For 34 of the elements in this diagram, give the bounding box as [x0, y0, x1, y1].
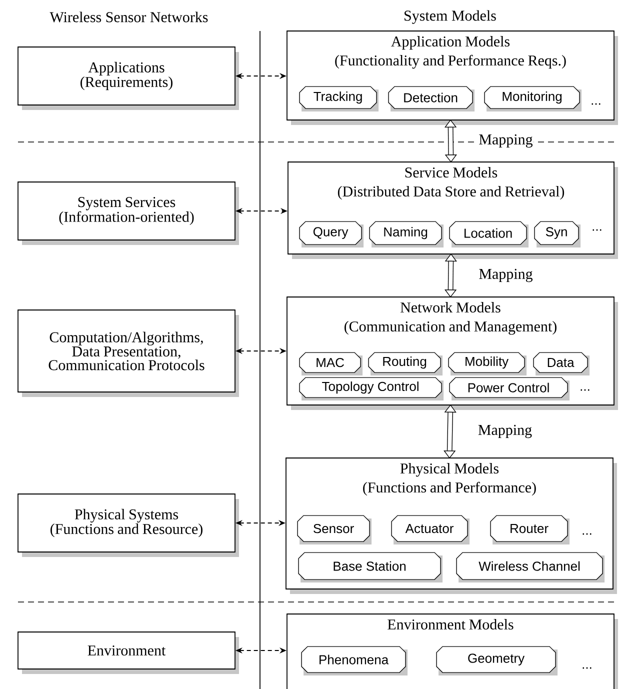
ellipsis: ...	[582, 533, 592, 535]
edge-label: Mapping	[478, 268, 534, 284]
model-chip: Routing	[368, 352, 443, 376]
edge-label: Mapping	[478, 133, 534, 149]
ellipsis: ...	[582, 667, 592, 669]
layer-box: System Services (Information-oriented)	[18, 182, 239, 245]
model-chip: Syn	[534, 221, 581, 248]
model-chip: Query	[299, 221, 364, 248]
model-chip: Power Control	[449, 377, 570, 401]
model-chip: Mobility	[448, 352, 527, 376]
model-chip: Router	[490, 515, 570, 545]
layer-box: Computation/Algorithms, Data Presentation, Communication Protocols	[18, 310, 239, 397]
model-chip: Geometry	[436, 646, 558, 676]
edge-label: Mapping	[476, 424, 534, 440]
model-chip: Location	[449, 221, 529, 248]
model-chip: Actuator	[391, 515, 470, 545]
model-chip: MAC	[299, 352, 363, 376]
model-chip: Phenomena	[301, 646, 408, 676]
model-chip: Tracking	[299, 86, 379, 112]
column-heading: System Models	[404, 10, 496, 24]
model-chip: Monitoring	[484, 86, 582, 112]
model-chip: Sensor	[297, 515, 372, 545]
ellipsis: ...	[580, 389, 590, 391]
model-chip: Data	[533, 352, 590, 376]
model-chip: Naming	[369, 221, 444, 248]
layer-box: Applications (Requirements)	[18, 46, 239, 110]
model-chip: Detection	[388, 86, 475, 112]
model-chip: Topology Control	[299, 377, 444, 401]
layer-box: Environment	[18, 632, 239, 674]
layer-box: Physical Systems (Functions and Resource)	[18, 494, 239, 557]
model-chip: Wireless Channel	[456, 552, 605, 583]
ellipsis: ...	[592, 229, 602, 231]
column-heading: Wireless Sensor Networks	[50, 12, 208, 22]
model-chip: Base Station	[298, 552, 443, 583]
